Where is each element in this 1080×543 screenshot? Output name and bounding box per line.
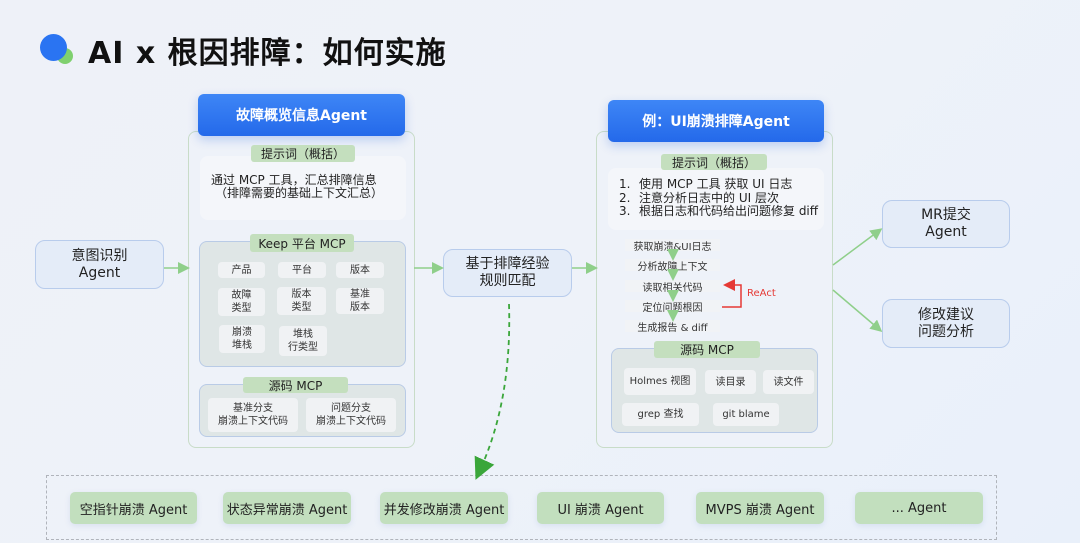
- ui-prompt-item: 3. 根据日志和代码给出问题修复 diff: [619, 204, 824, 219]
- prompt-item-text: 使用 MCP 工具 获取 UI 日志: [639, 177, 793, 191]
- workflow-step: 读取相关代码: [625, 280, 720, 294]
- ui-agent-title[interactable]: 例：UI崩溃排障Agent: [608, 100, 824, 142]
- prompt-item-text: 根据日志和代码给出问题修复 diff: [639, 204, 819, 218]
- keep-mcp-item[interactable]: 版本 类型: [277, 287, 326, 315]
- logo-dot-blue: [40, 34, 67, 61]
- fix-suggestion-box[interactable]: 修改建议 问题分析: [882, 299, 1010, 348]
- crash-agent-mvps[interactable]: MVPS 崩溃 Agent: [696, 492, 824, 524]
- mr-submit-agent-box[interactable]: MR提交 Agent: [882, 200, 1010, 248]
- keep-mcp-item[interactable]: 平台: [278, 262, 326, 278]
- crash-agent-more[interactable]: ... Agent: [855, 492, 983, 524]
- keep-mcp-item[interactable]: 产品: [218, 262, 265, 278]
- ui-prompt-box: 1. 使用 MCP 工具 获取 UI 日志 2. 注意分析日志中的 UI 层次 3.…: [608, 168, 824, 230]
- workflow-step: 获取崩溃&UI日志: [625, 239, 720, 253]
- keep-mcp-item[interactable]: 版本: [336, 262, 384, 278]
- keep-mcp-title: Keep 平台 MCP: [250, 234, 354, 252]
- prompt-item-number: 2.: [619, 190, 631, 205]
- source-mcp-tool[interactable]: 读文件: [763, 370, 814, 394]
- workflow-step: 生成报告 & diff: [625, 320, 720, 334]
- crash-agent-null-pointer[interactable]: 空指针崩溃 Agent: [70, 492, 197, 524]
- workflow-step: 定位问题根因: [625, 300, 720, 314]
- overview-prompt-line: （排障需要的基础上下文汇总）: [215, 186, 384, 200]
- prompt-item-number: 3.: [619, 204, 631, 218]
- arrow-to-suggestion: [832, 289, 883, 332]
- prompt-item-text: 注意分析日志中的 UI 层次: [639, 190, 779, 205]
- crash-agent-state-exception[interactable]: 状态异常崩溃 Agent: [223, 492, 351, 524]
- source-mcp-item[interactable]: 基准分支 崩溃上下文代码: [208, 398, 298, 432]
- react-label: ReAct: [747, 288, 776, 299]
- page-title: AI x 根因排障：如何实施: [88, 36, 447, 71]
- ui-prompt-item: 2. 注意分析日志中的 UI 层次: [619, 190, 824, 206]
- prompt-item-number: 1.: [619, 177, 631, 191]
- overview-prompt-tag: 提示词（概括）: [251, 145, 355, 162]
- intent-agent-box[interactable]: 意图识别 Agent: [35, 240, 164, 289]
- ui-prompt-tag: 提示词（概括）: [661, 154, 767, 170]
- overview-prompt-box: 通过 MCP 工具，汇总排障信息 （排障需要的基础上下文汇总）: [200, 156, 406, 220]
- ui-source-mcp-title: 源码 MCP: [654, 341, 760, 358]
- keep-mcp-item[interactable]: 堆栈 行类型: [279, 326, 327, 356]
- overview-source-mcp-title: 源码 MCP: [243, 377, 348, 393]
- source-mcp-tool[interactable]: grep 查找: [622, 403, 699, 426]
- source-mcp-tool[interactable]: Holmes 视图: [624, 368, 696, 395]
- ui-prompt-item: 1. 使用 MCP 工具 获取 UI 日志: [619, 177, 824, 192]
- rule-match-box[interactable]: 基于排障经验 规则匹配: [443, 249, 572, 297]
- overview-agent-title[interactable]: 故障概览信息Agent: [198, 94, 405, 136]
- crash-agent-ui[interactable]: UI 崩溃 Agent: [537, 492, 664, 524]
- overview-prompt-line: 通过 MCP 工具，汇总排障信息: [211, 173, 377, 187]
- arrow-to-mr: [832, 228, 883, 266]
- crash-agent-concurrent-modification[interactable]: 并发修改崩溃 Agent: [380, 492, 508, 524]
- keep-mcp-item[interactable]: 崩溃 堆栈: [219, 325, 265, 353]
- keep-mcp-item[interactable]: 基准 版本: [336, 288, 384, 314]
- crash-agents-group: [46, 475, 997, 540]
- workflow-step: 分析故障上下文: [625, 259, 720, 273]
- dashed-arrow-to-agents: [474, 303, 511, 480]
- source-mcp-tool[interactable]: git blame: [713, 403, 779, 426]
- source-mcp-item[interactable]: 问题分支 崩溃上下文代码: [306, 398, 396, 432]
- source-mcp-tool[interactable]: 读目录: [705, 370, 756, 394]
- keep-mcp-item[interactable]: 故障 类型: [218, 288, 265, 316]
